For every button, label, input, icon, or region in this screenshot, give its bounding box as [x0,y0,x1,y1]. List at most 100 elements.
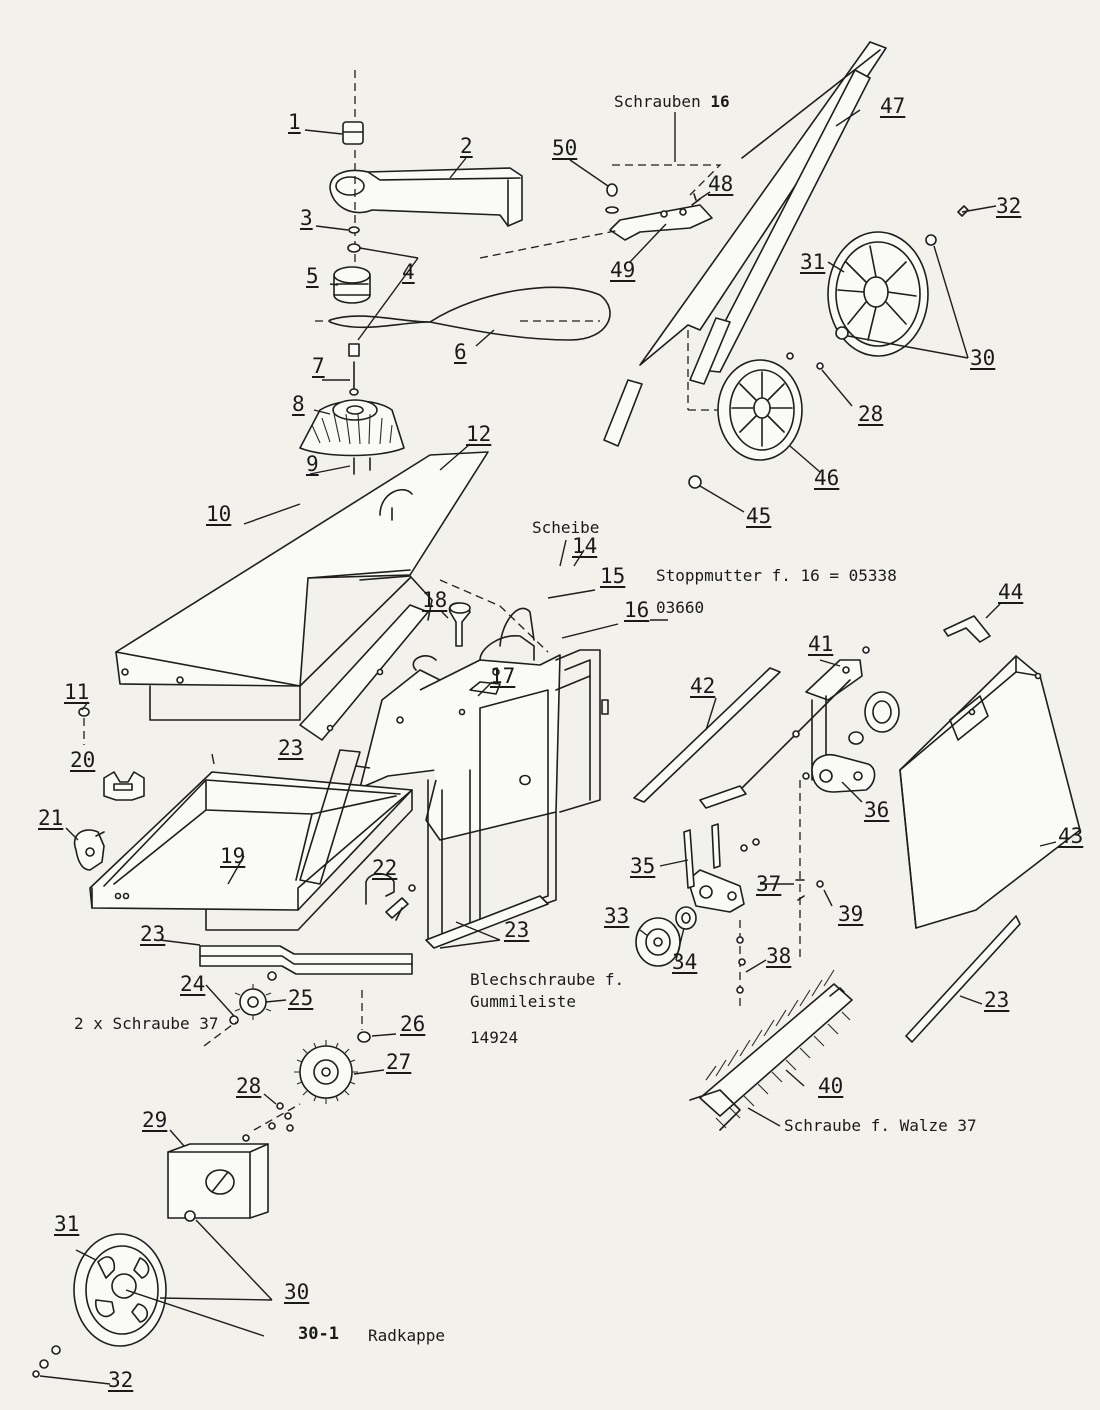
clip-part-44 [943,615,991,643]
part-label-p38: 38 [766,944,792,968]
strip-part-23-right [905,915,1021,1043]
part-label-p41: 41 [808,632,834,656]
bracket-part-20 [103,771,145,801]
cap-part-32-left [32,1345,61,1378]
gear-part-27 [294,1040,358,1104]
part-label-p15: 15 [600,564,626,588]
frame-part-17 [359,579,609,941]
part-label-p50: 50 [552,136,578,160]
part-label-p12: 12 [466,422,492,446]
part-label-p19: 19 [220,844,246,868]
side-brush-part-8 [299,399,405,457]
note-radkappe-number: 30-1 [298,1324,339,1344]
drive-belt-part-6 [315,286,611,341]
screws-part-28-left [253,1102,301,1132]
note-schraube-37: 2 x Schraube 37 [74,1014,219,1033]
part-label-p23a: 23 [278,736,304,760]
part-label-p24: 24 [180,972,206,996]
part-label-p23d: 23 [984,988,1010,1012]
hopper-tray-part-19 [89,749,413,931]
part-label-p32b: 32 [996,194,1022,218]
washer-part-34 [675,906,697,930]
part-label-p1: 1 [288,110,301,134]
note-gummileiste: Gummileiste [470,992,576,1011]
bushing-part-26 [357,990,371,1043]
bolt-part-7 [348,343,360,396]
wheel-part-46 [717,359,803,461]
part-label-p9: 9 [306,452,319,476]
part-label-p35: 35 [630,854,656,878]
part-label-p5: 5 [306,264,319,288]
part-label-p23c: 23 [504,918,530,942]
note-schrauben-16: Schrauben 16 [614,92,730,111]
note-code-14924: 14924 [470,1028,519,1047]
part-label-p16: 16 [624,598,650,622]
part-label-p3: 3 [300,206,313,230]
note-radkappe: Radkappe [368,1326,446,1345]
latch-part-21 [73,829,105,871]
rubber-strip-part-23-right-frame [425,895,549,949]
wheel-part-31-left [73,1233,167,1347]
part-label-p42: 42 [690,674,716,698]
cap-part-32-right [957,205,969,217]
screw-part-28-right [786,352,824,370]
rod-part-42 [633,667,781,803]
schrauben-guide-line [612,164,722,196]
note-code-03660: 03660 [656,598,705,617]
part-label-p22: 22 [372,856,398,880]
part-label-p14: 14 [572,534,598,558]
part-label-p33: 33 [604,904,630,928]
bracket-part-36 [792,730,876,793]
part-label-p36: 36 [864,798,890,822]
part-label-p30a: 30 [284,1280,310,1304]
part-label-p31a: 31 [54,1212,80,1236]
part-label-p17: 17 [490,664,516,688]
note-stoppmutter: Stoppmutter f. 16 = 05338 [656,566,897,585]
part-label-p47: 47 [880,94,906,118]
part-label-p21: 21 [38,806,64,830]
brush-arm-part-2 [329,167,523,227]
knob-part-1 [342,70,364,145]
screw-part-37 [795,780,824,960]
part-label-p10: 10 [206,502,232,526]
gear-part-25 [234,984,272,1020]
washer-part-45 [688,475,702,489]
screw-part-9 [353,457,371,475]
pin-part-11 [78,707,90,745]
part-label-p8: 8 [292,392,305,416]
part-label-p43: 43 [1058,824,1084,848]
rubber-strip-part-23-bottom [199,945,413,975]
part-label-p49: 49 [610,258,636,282]
spring-part-22 [365,872,416,921]
leader-lines [39,109,1057,1385]
note-scheibe: Scheibe [532,518,600,537]
part-label-p28b: 28 [858,402,884,426]
part-label-p18: 18 [422,588,448,612]
part-label-p29: 29 [142,1108,168,1132]
arm-guide-line [479,229,621,259]
part-label-p40: 40 [818,1074,844,1098]
lever-part-18 [448,602,471,647]
part-label-p46: 46 [814,466,840,490]
hub-part-30-right [835,234,937,340]
note-blechschraube: Blechschraube f. [470,970,625,989]
part-label-p28a: 28 [236,1074,262,1098]
screw37-guide [203,1021,237,1047]
part-label-p4: 4 [402,260,415,284]
part-label-p20: 20 [70,748,96,772]
lid-hinge-part-23 [299,604,429,741]
part-label-p30b: 30 [970,346,996,370]
screw-part-50 [605,183,619,214]
handle-part-47 [603,41,887,447]
main-brush-part-40 [689,969,853,1131]
gearbox-part-29 [167,1134,269,1219]
part-label-p34: 34 [672,950,698,974]
side-cover-part-43 [899,655,1081,929]
part-label-p39: 39 [838,902,864,926]
bracket-part-49 [609,204,713,241]
hub-part-30-left [184,1210,196,1222]
screw-part-38 [736,920,746,1010]
hopper-lid-part-10 [115,451,489,721]
pulley-part-33-upper [848,691,900,745]
